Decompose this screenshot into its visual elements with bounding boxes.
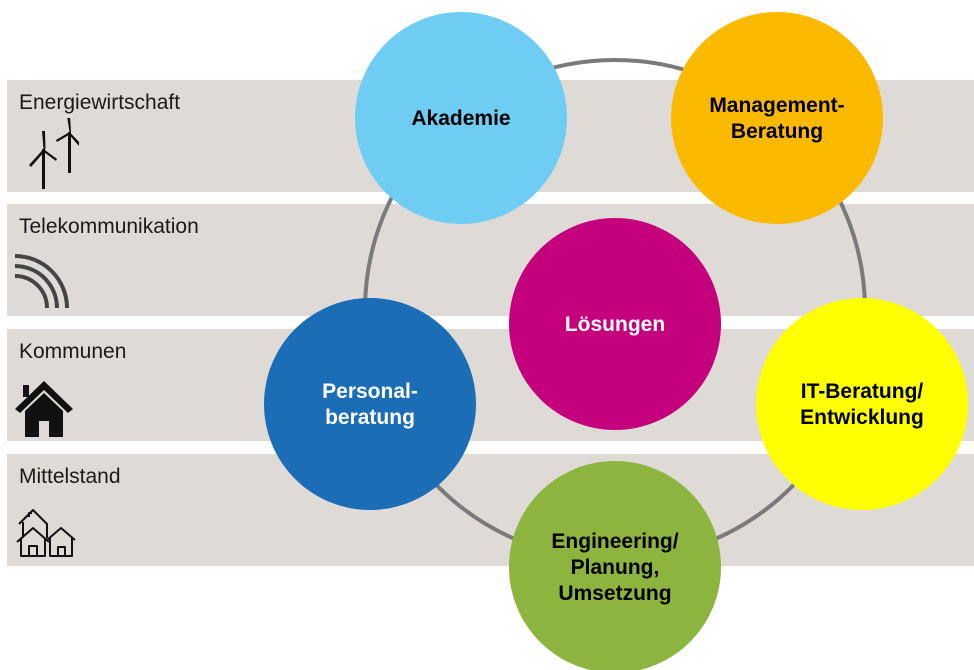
sector-label-mittelstand: Mittelstand: [19, 465, 121, 488]
sector-label-energiewirtschaft: Energiewirtschaft: [19, 91, 181, 114]
service-management-label-line-1: Management-: [709, 94, 844, 117]
service-engineering-label-line-1: Engineering/: [551, 530, 678, 553]
service-engineering-label-line-2: Planung,: [571, 556, 660, 579]
service-akademie-circle: [355, 12, 567, 224]
service-personal-label-line-1: Personal-: [322, 380, 418, 403]
service-personal-circle: [264, 298, 476, 510]
center-loesungen-label-line-1: Lösungen: [565, 313, 665, 336]
sector-label-kommunen: Kommunen: [19, 340, 127, 363]
houses-outline-icon: [16, 509, 76, 557]
service-engineering-circle: [509, 461, 721, 670]
service-it-beratung-label-line-1: IT-Beratung/: [801, 380, 924, 403]
signal-waves-icon: [15, 254, 69, 309]
center-loesungen-circle: [509, 218, 721, 430]
sector-label-telekommunikation: Telekommunikation: [19, 215, 199, 238]
sector-band-telekommunikation: Telekommunikation: [7, 204, 974, 316]
service-management-circle: [671, 12, 883, 224]
house-icon: [15, 381, 73, 437]
service-it-beratung-circle: [756, 298, 968, 510]
wind-turbine-icon: [29, 118, 79, 189]
service-management-label-line-2: Beratung: [731, 120, 823, 143]
service-akademie-label-line-1: Akademie: [411, 107, 510, 130]
service-it-beratung-label-line-2: Entwicklung: [800, 406, 924, 429]
service-engineering-label-line-3: Umsetzung: [558, 582, 671, 605]
service-personal-label-line-2: beratung: [325, 406, 415, 429]
